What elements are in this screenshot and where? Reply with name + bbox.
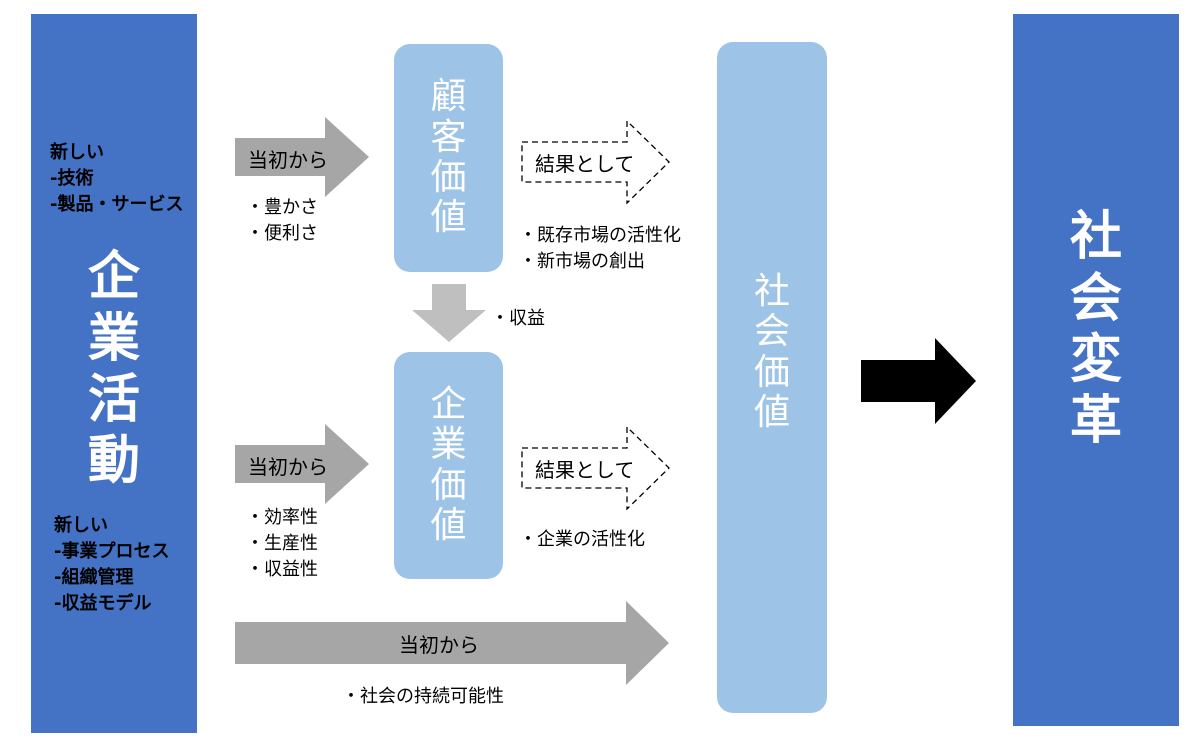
corporate-activity-title: 企 業 活 動 [87, 247, 140, 492]
corporate-value-initial-arrow-label: 当初から [248, 454, 328, 479]
customer-value-inputs: ・豊かさ ・便利さ [246, 197, 318, 244]
revenue-note: ・収益 [491, 308, 545, 329]
customer-value-initial-arrow-label: 当初から [248, 147, 328, 172]
corporate-value-box: 企 業 価 値 [394, 352, 503, 579]
sustainability-note: ・社会の持続可能性 [342, 686, 504, 707]
corporate-activity-panel: 新しい -技術 -製品・サービス 企 業 活 動 新しい -事業プロセス -組織… [31, 14, 197, 733]
customer-value-outputs: ・既存市場の活性化 ・新市場の創出 [519, 225, 681, 272]
corporate-value-inputs: ・効率性 ・生産性 ・収益性 [246, 507, 318, 580]
customer-value-result-label: 結果として [535, 151, 635, 176]
corporate-value-outputs: ・企業の活性化 [519, 529, 645, 550]
revenue-down-arrow [412, 284, 486, 342]
customer-value-box: 顧 客 価 値 [394, 44, 503, 272]
social-change-arrow [861, 338, 976, 424]
corporate-value-initial-arrow [235, 424, 369, 504]
bottom-innovation-list: 新しい -事業プロセス -組織管理 -収益モデル [54, 515, 170, 614]
customer-value-result-arrow [521, 119, 670, 205]
social-change-panel: 社 会 変 革 [1013, 14, 1179, 726]
sustainability-initial-arrow [235, 601, 669, 685]
corporate-value-result-arrow [521, 425, 670, 511]
customer-value-initial-arrow [235, 117, 369, 197]
corporate-value-result-label: 結果として [535, 457, 635, 482]
sustainability-arrow-label: 当初から [399, 632, 479, 657]
social-value-box: 社 会 価 値 [717, 42, 827, 713]
top-innovation-list: 新しい -技術 -製品・サービス [50, 142, 184, 215]
